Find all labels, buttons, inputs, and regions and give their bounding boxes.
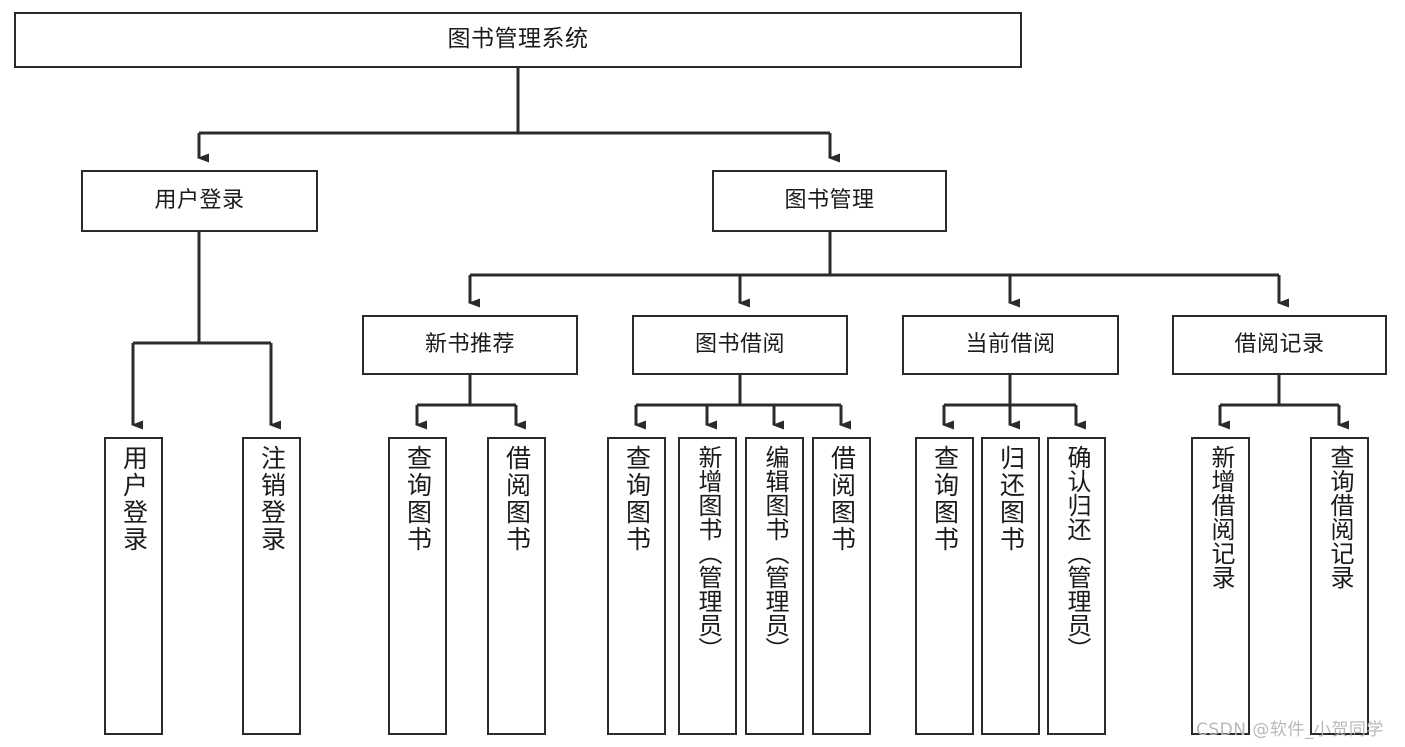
- node-leaf-query-book-3[interactable]: 查询图书: [915, 437, 974, 735]
- node-label: 用户登录: [154, 188, 245, 214]
- node-leaf-query-book-2[interactable]: 查询图书: [607, 437, 666, 735]
- node-label: 图书管理: [784, 188, 875, 214]
- node-leaf-add-borrow-record[interactable]: 新增借阅记录: [1191, 437, 1250, 735]
- node-book-borrow[interactable]: 图书借阅: [632, 315, 848, 375]
- node-leaf-query-borrow-record[interactable]: 查询借阅记录: [1310, 437, 1369, 735]
- node-label: 归还图书: [996, 445, 1026, 553]
- node-leaf-add-book-admin[interactable]: 新增图书（管理员）: [678, 437, 737, 735]
- node-leaf-edit-book-admin[interactable]: 编辑图书（管理员）: [745, 437, 804, 735]
- node-label: 图书管理系统: [447, 26, 589, 53]
- node-leaf-borrow-book-2[interactable]: 借阅图书: [812, 437, 871, 735]
- node-user-login[interactable]: 用户登录: [81, 170, 318, 232]
- node-label: 确认归还（管理员）: [1062, 445, 1091, 661]
- node-label: 查询图书: [930, 445, 960, 553]
- node-label: 图书借阅: [694, 332, 785, 358]
- node-borrow-record[interactable]: 借阅记录: [1172, 315, 1387, 375]
- node-leaf-query-book-1[interactable]: 查询图书: [388, 437, 447, 735]
- node-label: 借阅图书: [502, 445, 532, 553]
- node-new-book-recommend[interactable]: 新书推荐: [362, 315, 578, 375]
- csdn-watermark: CSDN @软件_小贺同学: [1196, 720, 1384, 740]
- node-label: 查询借阅记录: [1325, 445, 1354, 589]
- node-label: 查询图书: [622, 445, 652, 553]
- node-book-management[interactable]: 图书管理: [712, 170, 947, 232]
- node-label: 查询图书: [403, 445, 433, 553]
- node-label: 用户登录: [119, 445, 149, 553]
- node-leaf-return-book[interactable]: 归还图书: [981, 437, 1040, 735]
- node-label: 新增图书（管理员）: [693, 445, 722, 661]
- node-leaf-borrow-book-1[interactable]: 借阅图书: [487, 437, 546, 735]
- node-leaf-user-login[interactable]: 用户登录: [104, 437, 163, 735]
- node-root-system[interactable]: 图书管理系统: [14, 12, 1022, 68]
- node-leaf-confirm-return-admin[interactable]: 确认归还（管理员）: [1047, 437, 1106, 735]
- node-label: 新书推荐: [424, 332, 515, 358]
- node-leaf-logout-login[interactable]: 注销登录: [242, 437, 301, 735]
- node-label: 当前借阅: [965, 332, 1056, 358]
- node-label: 新增借阅记录: [1206, 445, 1235, 589]
- node-label: 借阅图书: [827, 445, 857, 553]
- node-current-borrow[interactable]: 当前借阅: [902, 315, 1119, 375]
- node-label: 注销登录: [257, 445, 287, 553]
- node-label: 借阅记录: [1234, 332, 1325, 358]
- node-label: 编辑图书（管理员）: [760, 445, 789, 661]
